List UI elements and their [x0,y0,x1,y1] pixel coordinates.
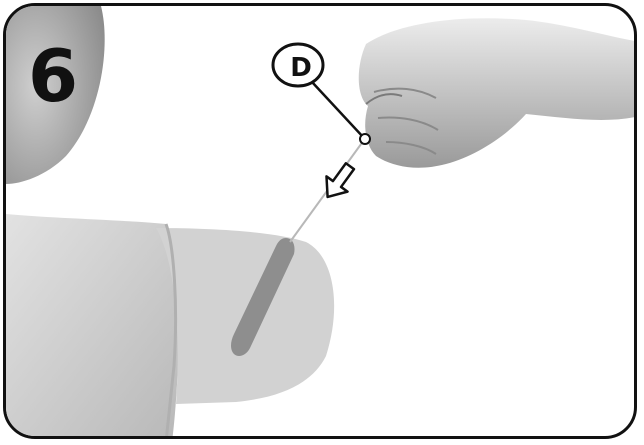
pull-direction-arrow-icon [317,159,360,205]
hand-icon [359,18,637,167]
device-icon [6,214,334,439]
callout-leader-line [312,82,364,138]
illustration-frame: 6 D [3,3,637,439]
callout-anchor-dot [360,134,370,144]
step-number: 6 [28,40,78,112]
callout-label: D [275,47,327,89]
